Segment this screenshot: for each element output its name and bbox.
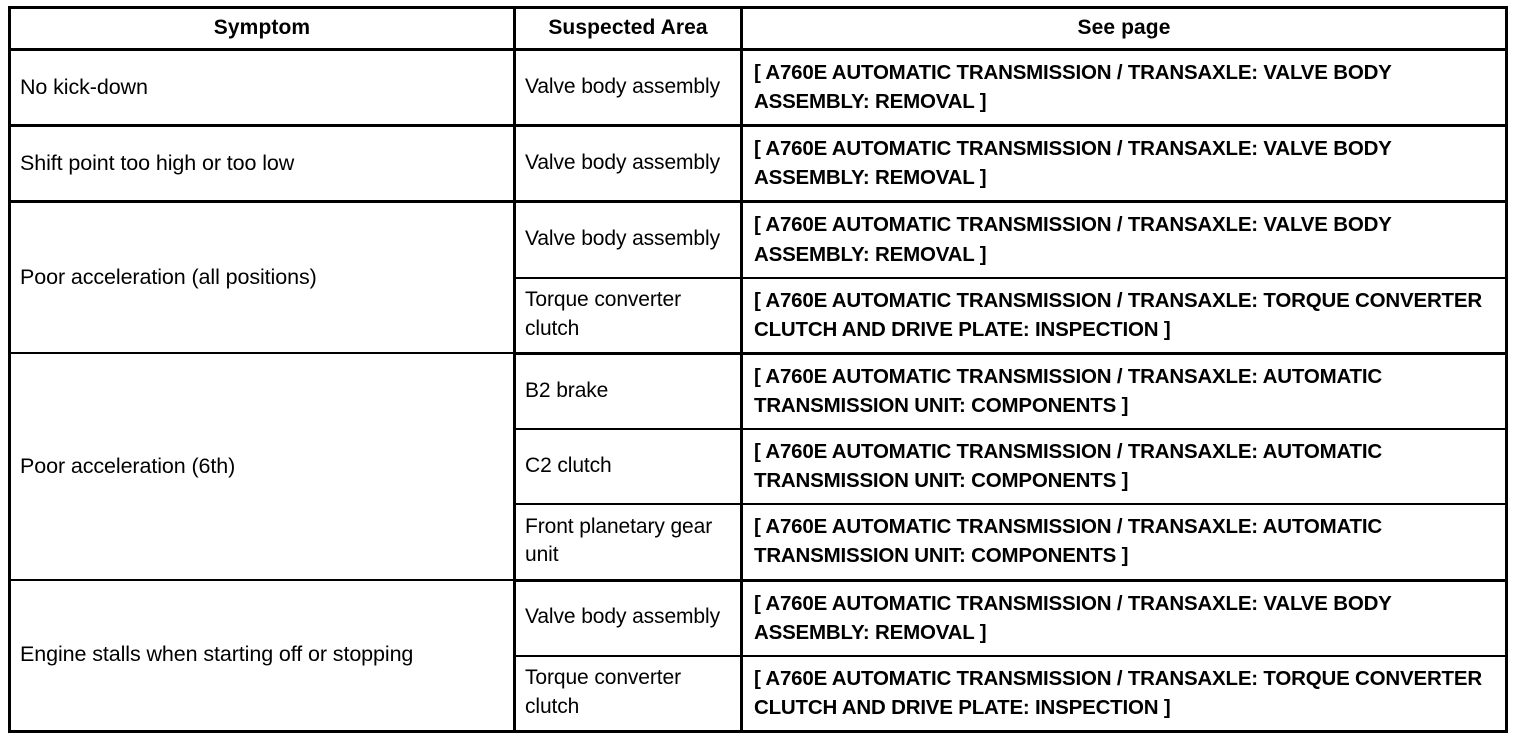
table-row: Torque converter clutch[ A760E AUTOMATIC…: [10, 277, 1507, 355]
suspected-area-cell: Valve body assembly: [514, 49, 743, 128]
column-header-suspected-area: Suspected Area: [514, 7, 743, 52]
suspected-area-cell: Valve body assembly: [514, 201, 743, 279]
see-page-cell: [ A760E AUTOMATIC TRANSMISSION / TRANSAX…: [754, 666, 1482, 719]
suspected-area-cell: Torque converter clutch: [514, 277, 743, 355]
symptom-cell: Poor acceleration (all positions): [9, 201, 516, 355]
table-row: C2 clutch[ A760E AUTOMATIC TRANSMISSION …: [10, 429, 1507, 506]
column-header-symptom: Symptom: [9, 7, 516, 52]
symptom-cell: Engine stalls when starting off or stopp…: [9, 580, 516, 733]
symptom-cell: No kick-down: [9, 49, 516, 128]
see-page-cell: [ A760E AUTOMATIC TRANSMISSION / TRANSAX…: [741, 277, 1507, 355]
header-row: Symptom Suspected Area See page: [9, 7, 1507, 52]
suspected-area-cell: C2 clutch: [514, 429, 743, 506]
suspected-area-cell: Valve body assembly: [514, 125, 743, 204]
suspected-area-cell: Valve body assembly: [514, 580, 743, 657]
table-row: Poor acceleration (all positions)Valve b…: [9, 201, 1507, 355]
see-page-cell: [ A760E AUTOMATIC TRANSMISSION / TRANSAX…: [741, 353, 1507, 431]
column-header-see-page: See page: [741, 7, 1507, 52]
see-page-cell: [ A760E AUTOMATIC TRANSMISSION / TRANSAX…: [741, 429, 1507, 506]
symptom-diagnosis-table: Symptom Suspected Area See page No kick-…: [8, 6, 1508, 733]
suspected-area-cell: Front planetary gear unit: [514, 504, 743, 582]
see-page-cell: [ A760E AUTOMATIC TRANSMISSION / TRANSAX…: [741, 504, 1507, 582]
table-row: Engine stalls when starting off or stopp…: [9, 580, 1507, 733]
symptom-cell: Poor acceleration (6th): [9, 353, 516, 582]
table-header: Symptom Suspected Area See page: [9, 7, 1507, 52]
table-row: Front planetary gear unit[ A760E AUTOMAT…: [10, 504, 1507, 582]
see-page-cell: [ A760E AUTOMATIC TRANSMISSION / TRANSAX…: [741, 201, 1507, 279]
see-page-cell: [ A760E AUTOMATIC TRANSMISSION / TRANSAX…: [741, 49, 1507, 128]
suspected-area-cell: Torque converter clutch: [514, 655, 743, 732]
see-page-cell: [ A760E AUTOMATIC TRANSMISSION / TRANSAX…: [741, 125, 1507, 204]
symptom-cell: Shift point too high or too low: [9, 125, 516, 204]
suspected-area-cell: B2 brake: [514, 353, 743, 431]
see-page-cell: [ A760E AUTOMATIC TRANSMISSION / TRANSAX…: [741, 580, 1507, 657]
document-page: Symptom Suspected Area See page No kick-…: [8, 6, 1508, 733]
table-row: Poor acceleration (6th)B2 brake[ A760E A…: [9, 353, 1507, 582]
